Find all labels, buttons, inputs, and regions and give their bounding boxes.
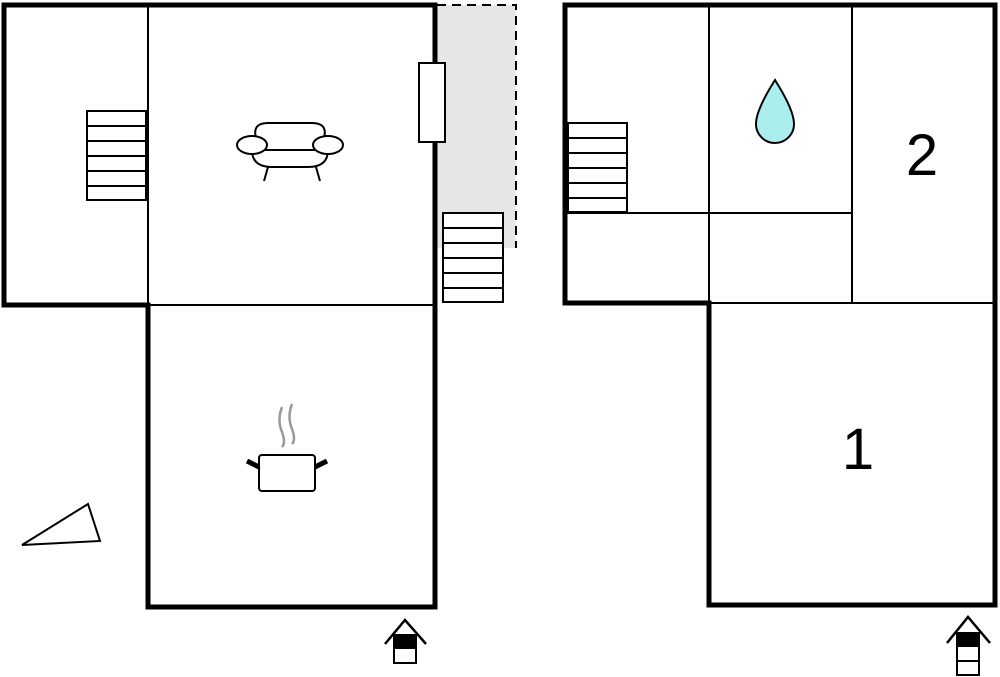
sofa-icon	[236, 122, 344, 182]
terrace	[437, 4, 517, 248]
cooking-pot-icon	[245, 403, 329, 492]
room-label-2: 2	[906, 123, 938, 188]
entrance-icon	[384, 618, 427, 664]
water-drop-icon	[754, 78, 796, 144]
entrance-icon	[946, 615, 991, 676]
stairs-icon	[567, 122, 628, 213]
ground-floor	[1, 2, 438, 610]
stairs-icon	[442, 212, 504, 303]
window-icon	[418, 62, 446, 143]
room-label-1: 1	[842, 417, 874, 482]
compass-icon	[21, 502, 102, 546]
stairs-icon	[86, 110, 147, 201]
